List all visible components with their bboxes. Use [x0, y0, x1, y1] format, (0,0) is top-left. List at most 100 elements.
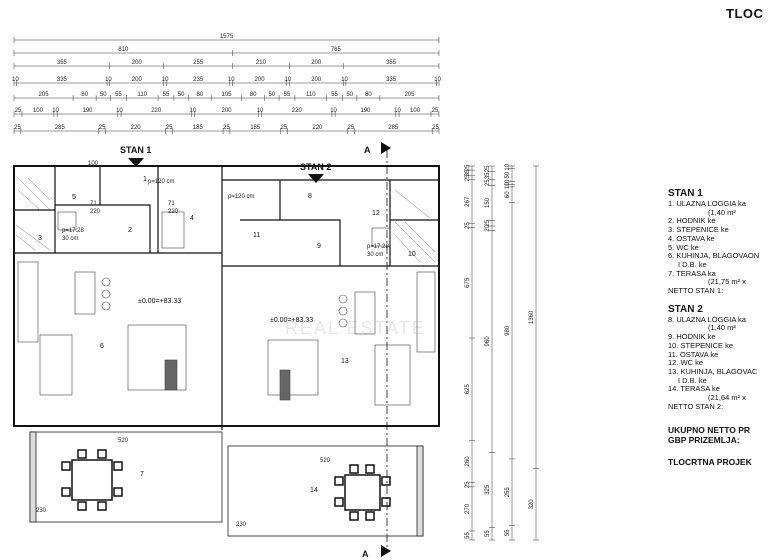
dimension-label: 20: [485, 224, 491, 231]
legend-item: I D.B. ke: [678, 375, 707, 385]
dimension-label: 325: [485, 484, 491, 495]
room-number: 11: [253, 232, 260, 239]
room-number: 6: [100, 343, 104, 350]
interior-walls: [14, 166, 439, 430]
section-arrow-top: [381, 142, 391, 154]
legend-item: (21,64 m² x: [708, 393, 746, 403]
terrace-2-table: [334, 464, 391, 521]
dimension-label: 25: [14, 125, 21, 131]
dimension-label: 80: [250, 92, 257, 98]
dimension-label: 335: [57, 77, 68, 83]
legend-item: I D.B. ke: [678, 259, 707, 269]
room-legend: STAN 1 1. ULAZNA LOGGIA ka (1,40 m² 2. H…: [668, 186, 768, 467]
dimension-label: 220: [151, 108, 162, 114]
dimension-label: 810: [118, 47, 129, 53]
annotation: p=120 cm: [228, 194, 255, 200]
room-number: 2: [128, 227, 132, 234]
dimension-label: 200: [311, 60, 322, 66]
small-annotations: p=120 cm p=120 cm p=17.28 30 cm p=17.28 …: [36, 161, 390, 528]
dimension-label: 355: [386, 60, 397, 66]
legend-item: 3. STEPENICE ke: [668, 225, 729, 235]
dimension-label: 25: [465, 222, 471, 229]
stairs-2: [394, 189, 436, 263]
dimension-lines: [13, 37, 539, 541]
dimension-label: 50: [178, 92, 185, 98]
dimension-label: 210: [256, 60, 267, 66]
level-stan1: ±0.00=+83.33: [138, 298, 181, 305]
dimension-label: 200: [132, 60, 143, 66]
dimension-label: 200: [221, 108, 232, 114]
annotation: p=120 cm: [148, 179, 175, 185]
legend-item: 5. WC ke: [668, 242, 699, 252]
dimension-label: 10: [330, 108, 337, 114]
watermark: REAL ESTATE: [285, 318, 426, 338]
legend-item: 9. HODNIK ke: [668, 332, 716, 342]
room-number: 1: [143, 176, 147, 183]
dimension-label: 200: [255, 77, 266, 83]
dimension-label: 150: [485, 197, 491, 208]
exterior-walls: [13, 165, 440, 427]
room-number: 8: [308, 193, 312, 200]
legend-footer: TLOCRTNA PROJEK: [668, 457, 752, 468]
dimension-label: 60: [505, 191, 511, 198]
dimension-label: 200: [132, 77, 143, 83]
dimension-label: 110: [137, 92, 147, 98]
dimension-label: 25: [166, 125, 173, 131]
level-stan2: ±0.00=+83.33: [270, 317, 313, 324]
dimension-label: 205: [404, 92, 415, 98]
dimension-label: 105: [221, 92, 232, 98]
room-number: 10: [408, 251, 416, 258]
furniture: [17, 211, 436, 406]
dimension-label: 200: [311, 77, 322, 83]
legend-item: 12. WC ke: [668, 358, 704, 368]
dimension-label: 50: [100, 92, 107, 98]
legend-item: (1,40 m²: [708, 207, 736, 217]
dimension-label: 10: [394, 108, 401, 114]
room-number: 4: [190, 215, 194, 222]
dimension-label: 100: [33, 108, 44, 114]
room-number: 5: [72, 194, 76, 201]
dimension-label: 55: [331, 92, 338, 98]
dimension-label: 255: [193, 60, 204, 66]
room-number: 3: [38, 235, 42, 242]
dimension-label: 35: [465, 169, 471, 176]
legend-item: 2. HODNIK ke: [668, 216, 716, 226]
room-number: 12: [372, 210, 380, 217]
dimension-label: 80: [81, 92, 88, 98]
stan1-label: STAN 1: [120, 145, 151, 155]
stairs-1: [15, 177, 51, 251]
stan2-label: STAN 2: [300, 162, 331, 172]
dimension-label: 25: [485, 179, 491, 186]
dimension-label: 1360: [529, 310, 535, 324]
dimension-label: 625: [465, 383, 471, 394]
terrace-1: [29, 431, 223, 523]
dimension-label: 10: [505, 163, 511, 170]
legend-item: 4. OSTAVA ke: [668, 233, 715, 243]
page-title: TLOC: [726, 6, 764, 21]
dimension-label: 220: [292, 108, 303, 114]
dimension-label: 10: [190, 108, 197, 114]
dimension-label: 50: [505, 171, 511, 178]
dimension-label: 10: [162, 77, 169, 83]
legend-item: 11. OSTAVA ke: [668, 349, 719, 359]
stan2-arrow: [308, 174, 324, 183]
legend-item: 1. ULAZNA LOGGIA ka: [668, 199, 746, 208]
legend-item: 8. ULAZNA LOGGIA ka: [668, 314, 746, 324]
dimension-label: 55: [115, 92, 122, 98]
stan1-arrow: [128, 158, 144, 167]
dimension-label: 25: [432, 108, 439, 114]
room-numbers: 1 2 3 4 5 6 7 8 9 10 11 12 13 14: [38, 176, 416, 494]
legend-item: (1,40 m²: [708, 323, 736, 333]
dimension-label: 220: [312, 125, 323, 131]
legend-item: (21,75 m² x: [708, 277, 746, 287]
legend-item: 10. STEPENICE ke: [668, 340, 734, 350]
dimension-label: 10: [505, 182, 511, 189]
dimension-label: 220: [131, 125, 142, 131]
dimension-label: 320: [529, 499, 535, 510]
dimension-label: 25: [485, 165, 491, 172]
dimension-label: 25: [99, 125, 106, 131]
dimension-label: 10: [341, 77, 348, 83]
dimension-label: 110: [306, 92, 316, 98]
dimension-label: 205: [39, 92, 50, 98]
dimension-label: 675: [465, 277, 471, 288]
